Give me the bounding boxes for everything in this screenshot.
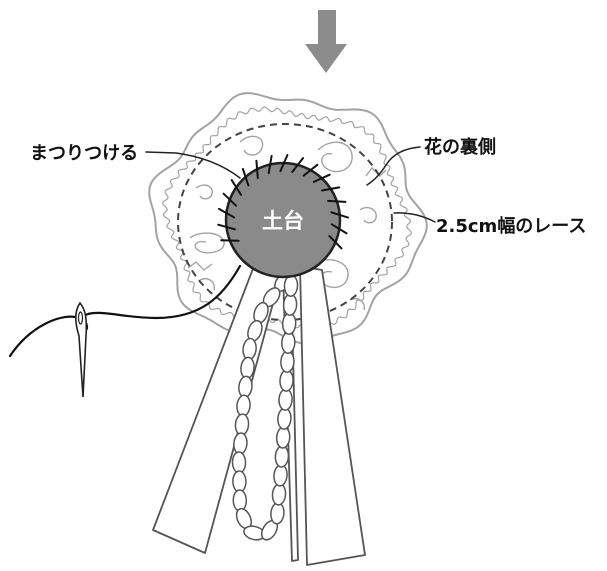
stitch-mark [255, 159, 259, 179]
bead [281, 331, 296, 354]
stitch-mark [222, 192, 238, 207]
flower-back-label: 花の裏側 [424, 136, 496, 158]
bead [232, 470, 247, 493]
bead [271, 483, 287, 506]
lace-inner-edge [161, 106, 413, 330]
needle-eye [77, 311, 84, 325]
bead [277, 407, 292, 430]
stitch-mark [241, 167, 250, 187]
lace-motifs [187, 135, 387, 311]
stitch-mark [267, 155, 273, 175]
stitch-mark [321, 186, 341, 192]
lace-motif [359, 206, 377, 224]
bead [281, 312, 297, 335]
stitch-mark [330, 223, 348, 235]
lace-motif [187, 261, 213, 271]
bead [270, 502, 285, 525]
bead [279, 369, 294, 392]
stitch-mark [291, 157, 304, 173]
bead [231, 451, 247, 474]
lace-motif [189, 232, 225, 254]
down-arrow-icon [305, 10, 347, 73]
stitch-marks [217, 154, 349, 250]
stitch-label: まつりつける [30, 143, 138, 164]
bead [232, 489, 248, 512]
stitch-mark [220, 239, 240, 242]
stitch-mark [230, 179, 242, 196]
needle-icon [74, 301, 88, 398]
flower-back-leader-line [366, 146, 421, 186]
stitch-mark [217, 223, 236, 231]
bead [278, 388, 293, 411]
bead [273, 464, 288, 487]
stitch-mark [302, 163, 319, 177]
bead [275, 426, 291, 449]
stitch-mark [312, 173, 331, 183]
needle-body [74, 301, 88, 398]
bead [274, 445, 290, 468]
base-label: 土台 [262, 209, 304, 233]
stitch-mark [328, 235, 343, 250]
bead [280, 350, 295, 373]
stitch-mark [218, 207, 236, 219]
bead [282, 293, 298, 316]
lace-motif [199, 278, 215, 291]
stitch-leader-line [145, 151, 241, 179]
bead-chain [231, 271, 299, 541]
lace-motif [239, 135, 264, 156]
stitch-mark [327, 199, 347, 203]
stitch-mark [279, 154, 289, 173]
lace-motif [195, 184, 213, 200]
lace-label: 2.5cm幅のレース [436, 215, 586, 237]
lace-motif [317, 141, 353, 173]
stitch-mark [330, 211, 349, 219]
lace-leader-line [393, 212, 436, 223]
